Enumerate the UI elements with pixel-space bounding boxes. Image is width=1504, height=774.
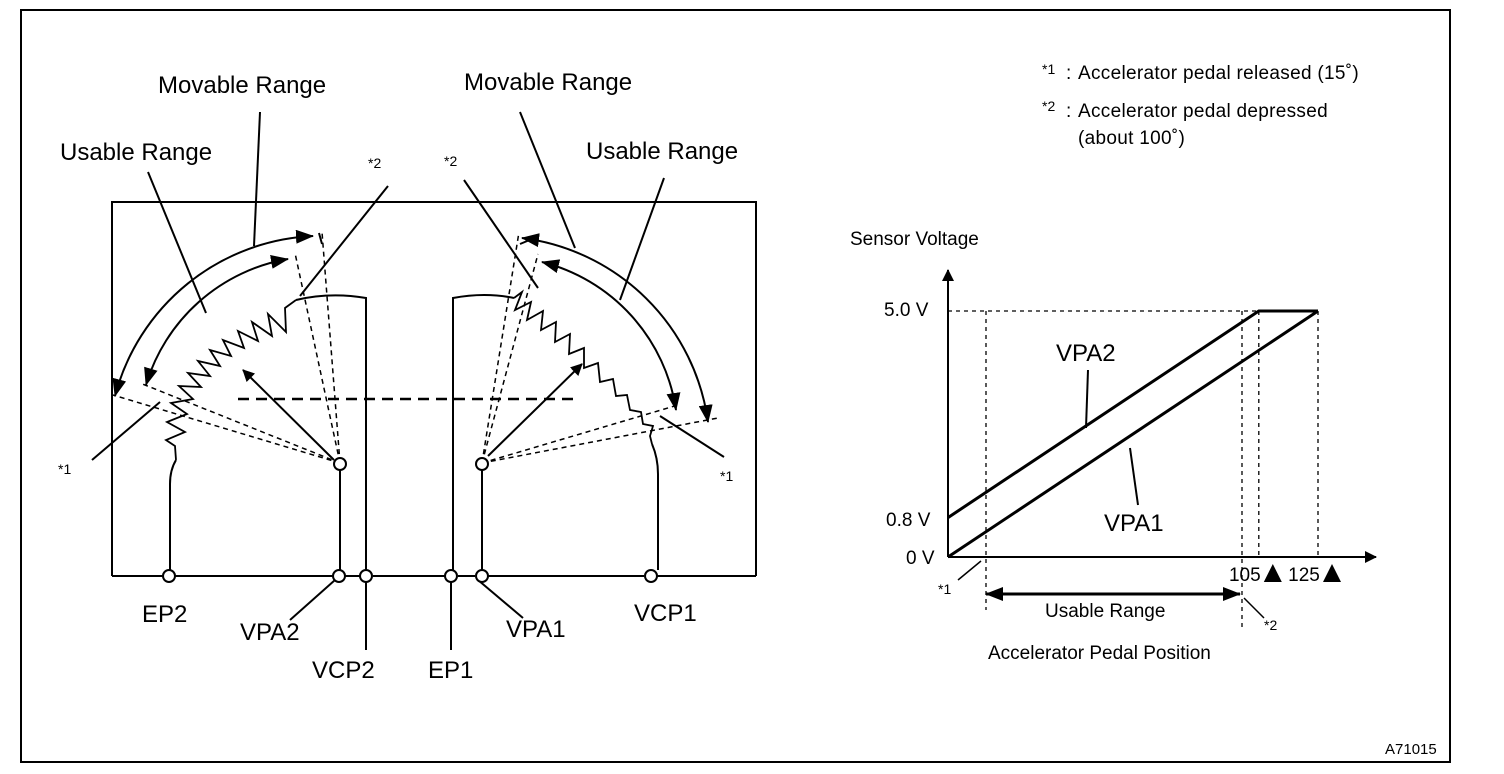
terminal-vcp1 bbox=[644, 569, 658, 583]
note-colon-1: : bbox=[1066, 63, 1072, 84]
figure-code: A71015 bbox=[1385, 741, 1437, 758]
x-tick-label-105: 105 bbox=[1229, 565, 1261, 586]
chart-y-tick-0v: 0 V bbox=[906, 548, 935, 569]
right-marker-depressed: *2 bbox=[444, 153, 457, 169]
note-marker-2: *2 bbox=[1042, 98, 1055, 114]
note-text-2b: (about 100˚) bbox=[1078, 128, 1185, 149]
figure-frame bbox=[20, 9, 1451, 763]
chart-marker-released: *1 bbox=[938, 581, 951, 597]
terminal-ep1 bbox=[444, 569, 458, 583]
terminal-label-vpa2: VPA2 bbox=[240, 619, 300, 646]
chart-y-tick-0-8v: 0.8 V bbox=[886, 510, 931, 531]
chart-y-tick-5v: 5.0 V bbox=[884, 300, 929, 321]
note-colon-2: : bbox=[1066, 101, 1072, 122]
chart-y-label: Sensor Voltage bbox=[850, 229, 979, 250]
right-usable-range-label: Usable Range bbox=[586, 138, 738, 165]
left-wiper-arm bbox=[242, 369, 335, 461]
right-sensor bbox=[452, 111, 725, 576]
warning-triangle-icon bbox=[1323, 564, 1341, 582]
left-wiper-pivot bbox=[333, 457, 347, 471]
right-resistor-track bbox=[513, 289, 655, 445]
terminal-label-ep1: EP1 bbox=[428, 657, 473, 684]
series-line-vpa2 bbox=[947, 309, 1318, 519]
note-marker-1: *1 bbox=[1042, 61, 1055, 77]
chart-usable-range-label: Usable Range bbox=[1045, 601, 1165, 622]
left-marker-released: *1 bbox=[58, 461, 71, 477]
left-resistor-track bbox=[164, 299, 297, 461]
series-line-vpa1 bbox=[947, 309, 1319, 559]
warning-triangle-icon bbox=[1263, 564, 1282, 582]
left-marker-depressed: *2 bbox=[368, 155, 381, 171]
left-usable-range-arc bbox=[144, 254, 289, 386]
chart-x-ticks: 105 125 bbox=[1229, 564, 1341, 586]
terminal-label-ep2: EP2 bbox=[142, 601, 187, 628]
terminal-vpa1 bbox=[475, 569, 489, 583]
sensor-housing-outline bbox=[111, 201, 757, 576]
chart-marker-depressed: *2 bbox=[1264, 617, 1277, 633]
terminal-vpa2 bbox=[332, 569, 346, 583]
x-tick-label-125: 125 bbox=[1288, 565, 1320, 586]
right-wiper-arm bbox=[487, 363, 583, 457]
right-usable-range-arc bbox=[541, 259, 681, 411]
right-movable-range-label: Movable Range bbox=[464, 69, 632, 96]
left-sensor bbox=[91, 111, 580, 576]
terminal-label-vcp1: VCP1 bbox=[634, 600, 697, 627]
terminals bbox=[289, 579, 524, 650]
terminal-label-vcp2: VCP2 bbox=[312, 657, 375, 684]
sensor-voltage-chart: 105 125 Sensor Voltage 5.0 V 0.8 V 0 V VP… bbox=[850, 229, 1377, 664]
left-movable-range-label: Movable Range bbox=[158, 72, 326, 99]
chart-series bbox=[947, 309, 1319, 559]
notes: *1 : Accelerator pedal released (15˚) *2… bbox=[1042, 61, 1359, 149]
sensor-body bbox=[111, 201, 757, 577]
note-text-1: Accelerator pedal released (15˚) bbox=[1078, 63, 1359, 84]
terminal-ep2 bbox=[162, 569, 176, 583]
terminal-vcp2 bbox=[359, 569, 373, 583]
chart-series-label-vpa1: VPA1 bbox=[1104, 510, 1164, 537]
chart-series-label-vpa2: VPA2 bbox=[1056, 340, 1116, 367]
right-marker-released: *1 bbox=[720, 468, 733, 484]
terminal-label-vpa1: VPA1 bbox=[506, 616, 566, 643]
left-usable-range-label: Usable Range bbox=[60, 139, 212, 166]
chart-x-label: Accelerator Pedal Position bbox=[988, 643, 1211, 664]
note-text-2a: Accelerator pedal depressed bbox=[1078, 101, 1328, 122]
right-wiper-pivot bbox=[475, 457, 489, 471]
